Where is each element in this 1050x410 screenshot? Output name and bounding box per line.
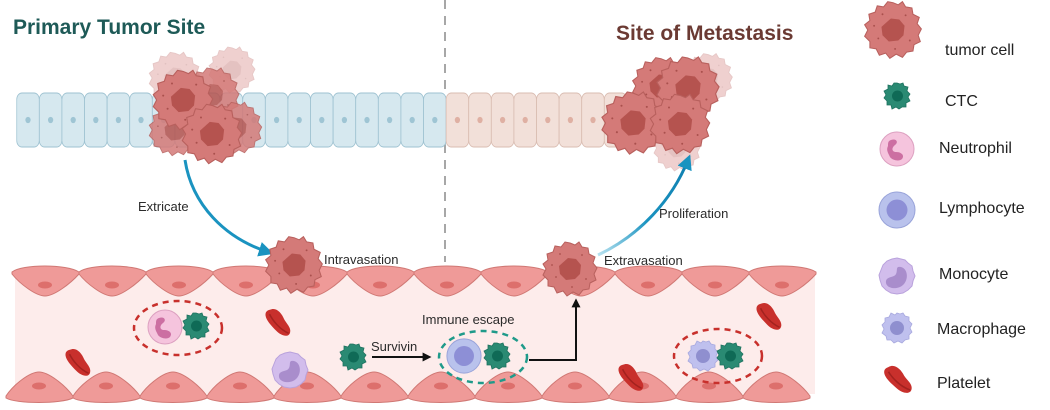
proliferation-arrow bbox=[597, 154, 692, 257]
extravasation-label: Extravasation bbox=[604, 253, 683, 268]
epithelial-cell bbox=[490, 92, 515, 148]
macrophage-icon bbox=[881, 312, 913, 344]
lymphocyte-icon bbox=[878, 191, 916, 229]
epithelial-cell bbox=[84, 92, 108, 148]
lymphocyte bbox=[446, 338, 482, 374]
proliferation-label: Proliferation bbox=[659, 206, 728, 221]
epithelial-cell bbox=[536, 92, 560, 148]
neutrophil-icon bbox=[879, 131, 915, 167]
neutrophil bbox=[147, 309, 183, 345]
primary-tumor-cluster bbox=[148, 47, 263, 165]
legend-label-monocyte: Monocyte bbox=[939, 266, 1008, 283]
ctc bbox=[182, 312, 210, 340]
epithelial-cell bbox=[400, 92, 424, 148]
metastasis-title: Site of Metastasis bbox=[616, 22, 793, 45]
extricate-label: Extricate bbox=[138, 199, 189, 214]
epithelial-cell bbox=[355, 92, 379, 148]
legend-label-macrophage: Macrophage bbox=[937, 321, 1026, 338]
ctc-icon bbox=[883, 82, 911, 110]
extricate-arrow bbox=[183, 159, 274, 257]
epithelial-cell bbox=[129, 92, 153, 148]
epithelial-cell bbox=[377, 92, 402, 148]
epithelial-cell bbox=[61, 92, 85, 148]
primary-tumor-title: Primary Tumor Site bbox=[13, 16, 205, 39]
epithelium-layer bbox=[16, 92, 650, 148]
tumor-cell-icon bbox=[864, 1, 922, 59]
neutrophil-ctc-cluster-outline bbox=[132, 299, 224, 357]
legend-label-neutrophil: Neutrophil bbox=[939, 140, 1012, 157]
epithelial-cell bbox=[16, 92, 40, 148]
survivin-label: Survivin bbox=[371, 339, 417, 354]
macrophage-ctc-cluster-outline bbox=[672, 327, 764, 385]
epithelial-cell bbox=[558, 92, 583, 148]
macrophage bbox=[687, 340, 719, 372]
epithelial-cell bbox=[264, 92, 289, 148]
legend-label-platelet: Platelet bbox=[937, 375, 991, 392]
escape-to-extravasation-arrow bbox=[529, 298, 581, 361]
epithelial-cell bbox=[445, 92, 470, 148]
metastasis-tumor-cluster bbox=[601, 54, 732, 171]
epithelial-cell bbox=[468, 92, 492, 148]
legend-label-lymphocyte: Lymphocyte bbox=[939, 200, 1025, 217]
monocyte-icon bbox=[878, 257, 916, 295]
intravasation-label: Intravasation bbox=[324, 252, 398, 267]
epithelial-cell bbox=[423, 92, 447, 148]
ctc bbox=[716, 342, 744, 370]
legend: tumor cell CTC Neutrophil Lymphocyte Mon… bbox=[864, 1, 1026, 396]
ctc bbox=[483, 342, 511, 370]
epithelial-cell bbox=[287, 92, 311, 148]
epithelial-cell bbox=[38, 92, 63, 148]
epithelial-cell bbox=[332, 92, 357, 148]
epithelial-cell bbox=[106, 92, 131, 148]
ctc bbox=[339, 343, 367, 371]
legend-label-tumor-cell: tumor cell bbox=[945, 42, 1014, 59]
immune-escape-label: Immune escape bbox=[422, 312, 515, 327]
epithelial-cell bbox=[513, 92, 537, 148]
immune-escape-cluster-outline bbox=[437, 329, 529, 385]
legend-label-ctc: CTC bbox=[945, 93, 978, 110]
epithelial-cell bbox=[581, 92, 605, 148]
vessel-lumen bbox=[15, 272, 815, 394]
epithelial-cell bbox=[310, 92, 334, 148]
platelet-icon bbox=[878, 362, 919, 396]
